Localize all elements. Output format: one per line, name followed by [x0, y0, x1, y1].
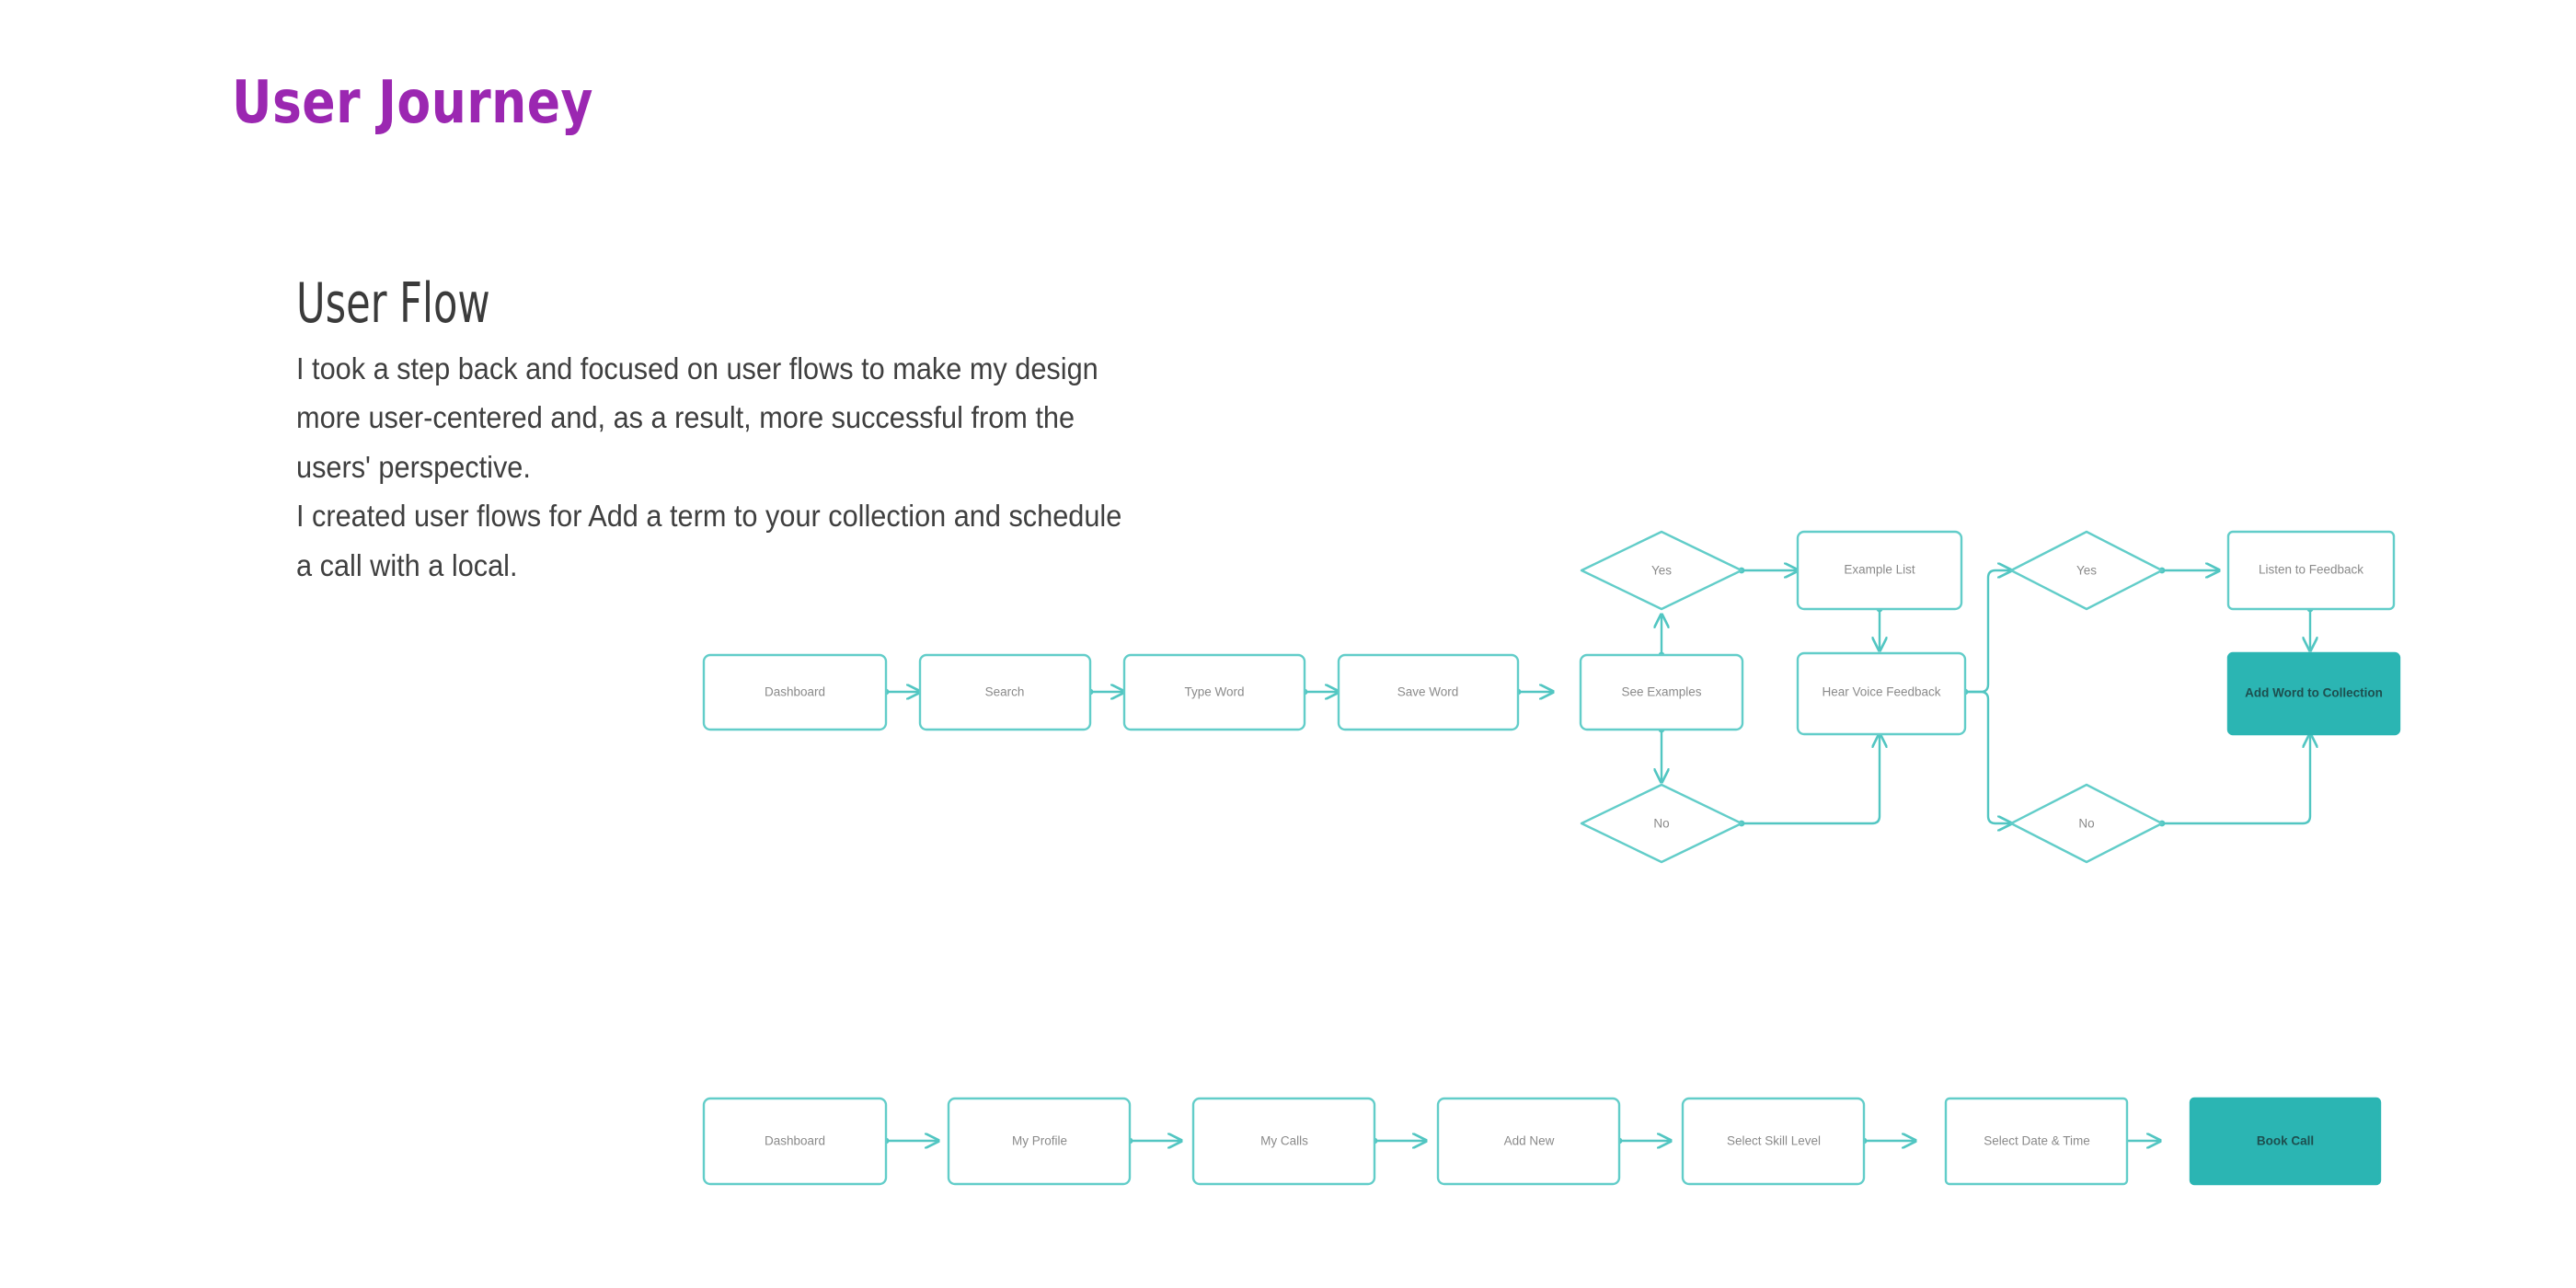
flow2-label-my-calls: My Calls	[1260, 1134, 1308, 1148]
flow1-node-search[interactable]: Search	[918, 653, 1092, 731]
section-heading: User Flow	[296, 271, 490, 336]
flow1-node-see-examples[interactable]: See Examples	[1579, 653, 1744, 731]
flow1-label-no-1: No	[1653, 817, 1669, 831]
flow2-node-my-calls[interactable]: My Calls	[1191, 1097, 1376, 1186]
body-line-4: I created user flows for Add a term to y…	[296, 499, 1122, 534]
flow1-label-type-word: Type Word	[1184, 685, 1244, 699]
body-line-1: I took a step back and focused on user f…	[296, 351, 1098, 385]
flow2-label-select-skill-level: Select Skill Level	[1727, 1134, 1821, 1148]
flow2-label-my-profile: My Profile	[1012, 1134, 1067, 1148]
section-body: I took a step back and focused on user f…	[296, 344, 1349, 590]
body-line-5: a call with a local.	[296, 547, 518, 582]
flow1-label-hear-voice-feedback: Hear Voice Feedback	[1822, 685, 1940, 699]
flow2-node-select-date-time[interactable]: Select Date & Time	[1944, 1097, 2129, 1186]
flow1-label-yes-2: Yes	[2076, 564, 2097, 578]
flow1-node-hear-voice-feedback[interactable]: Hear Voice Feedback	[1796, 651, 1967, 736]
flow2-label-dashboard: Dashboard	[765, 1134, 825, 1148]
flow1-node-yes-2[interactable]: Yes	[2009, 530, 2164, 611]
flow2-label-book-call: Book Call	[2257, 1134, 2314, 1148]
flow1-label-listen-to-feedback: Listen to Feedback	[2259, 563, 2363, 577]
flow1-label-no-2: No	[2078, 817, 2094, 831]
body-line-2: more user-centered and, as a result, mor…	[296, 400, 1075, 435]
flow2-node-select-skill-level[interactable]: Select Skill Level	[1681, 1097, 1866, 1186]
flow2-edges	[882, 1138, 2160, 1144]
flow1-node-example-list[interactable]: Example List	[1796, 530, 1963, 611]
flow1-node-listen-to-feedback[interactable]: Listen to Feedback	[2226, 530, 2396, 611]
flow1-node-yes-1[interactable]: Yes	[1580, 530, 1743, 611]
flow1-label-add-word-to-collection: Add Word to Collection	[2245, 686, 2383, 700]
flow1-edges	[882, 568, 2314, 827]
flow1-node-no-2[interactable]: No	[2009, 783, 2164, 864]
body-line-3: users' perspective.	[296, 449, 531, 484]
flow1-label-example-list: Example List	[1844, 563, 1915, 577]
user-flow-copy-block: User Flow I took a step back and focused…	[296, 276, 1428, 590]
page-title: User Journey	[232, 69, 593, 137]
flow1-label-yes-1: Yes	[1651, 564, 1672, 578]
flow2-label-add-new: Add New	[1504, 1134, 1555, 1148]
flow1-label-search: Search	[985, 685, 1025, 699]
flow1-label-see-examples: See Examples	[1621, 685, 1701, 699]
flow2-node-dashboard[interactable]: Dashboard	[702, 1097, 888, 1186]
flow2-node-book-call[interactable]: Book Call	[2189, 1097, 2382, 1186]
flow1-node-save-word[interactable]: Save Word	[1337, 653, 1520, 731]
flow2-node-add-new[interactable]: Add New	[1436, 1097, 1621, 1186]
flow1-node-add-word-to-collection[interactable]: Add Word to Collection	[2226, 651, 2401, 736]
flow1-node-type-word[interactable]: Type Word	[1122, 653, 1306, 731]
flow1-node-no-1[interactable]: No	[1580, 783, 1743, 864]
flow1-label-save-word: Save Word	[1397, 685, 1459, 699]
flow2-label-select-date-time: Select Date & Time	[1984, 1134, 2090, 1148]
flow1-node-dashboard[interactable]: Dashboard	[702, 653, 888, 731]
flow2-node-my-profile[interactable]: My Profile	[947, 1097, 1132, 1186]
flow1-label-dashboard: Dashboard	[765, 685, 825, 699]
